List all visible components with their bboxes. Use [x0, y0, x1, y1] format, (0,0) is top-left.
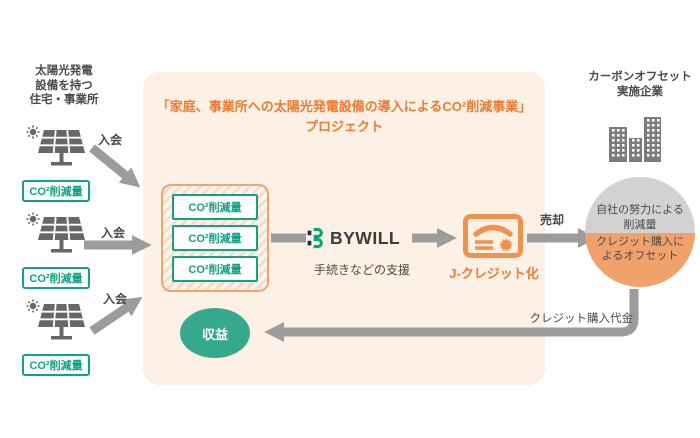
co2-reduction-badge: CO²削減量: [22, 180, 90, 202]
co2-stack-item: CO²削減量: [172, 225, 258, 251]
bywill-logo: BYWILL: [306, 226, 400, 250]
co2-stack-container: CO²削減量 CO²削減量 CO²削減量: [161, 184, 269, 292]
producers-heading: 太陽光発電 設備を持つ 住宅・事業所: [12, 64, 116, 108]
solar-unit-2: CO²削減量: [6, 209, 106, 289]
co2-reduction-badge: CO²削減量: [22, 267, 90, 289]
sun-icon: [29, 302, 37, 310]
co2-stack-item: CO²削減量: [172, 194, 258, 220]
jcredit-label: J-クレジット化: [449, 266, 539, 281]
producers-heading-line2: 設備を持つ: [35, 79, 93, 92]
credit-offset-line2: よるオフセット: [601, 250, 679, 263]
producers-heading-line3: 住宅・事業所: [29, 94, 99, 107]
co2-reduction-badge: CO²削減量: [22, 354, 90, 376]
producers-heading-line1: 太陽光発電: [35, 65, 93, 77]
co2-stack-item: CO²削減量: [172, 256, 258, 282]
join-label-3: 入会: [103, 292, 128, 306]
offset-company-heading-line2: 実施企業: [617, 85, 663, 98]
own-effort-line1: 自社の努力による: [596, 204, 684, 217]
certificate-icon: [463, 214, 523, 258]
sell-label: 売却: [540, 213, 565, 227]
bywill-wordmark: BYWILL: [330, 227, 401, 248]
solar-unit-3: CO²削減量: [6, 296, 106, 376]
seal-icon: [499, 238, 513, 252]
credit-offset-line1: クレジット購入に: [596, 236, 684, 248]
offset-pie-circle: 自社の努力による 削減量 クレジット購入に よるオフセット: [585, 177, 695, 287]
credit-offset-segment: クレジット購入に よるオフセット: [585, 233, 695, 287]
solar-panel-icon: [26, 212, 85, 253]
project-title: 「家庭、事業所への太陽光発電設備の導入によるCO²削減事業」 プロジェクト: [152, 97, 536, 136]
own-effort-line2: 削減量: [623, 218, 657, 231]
own-effort-segment: 自社の努力による 削減量: [585, 177, 695, 233]
payment-label: クレジット購入代金: [529, 313, 634, 325]
solar-unit-1: CO²削減量: [6, 122, 106, 202]
solar-panel-icon: [26, 299, 85, 340]
offset-company-heading: カーボンオフセット 実施企業: [583, 70, 697, 100]
profit-ellipse: 収益: [180, 308, 250, 358]
sun-icon: [29, 128, 37, 136]
project-title-line2: プロジェクト: [304, 118, 383, 134]
join-label-1: 入会: [98, 133, 123, 147]
join-label-2: 入会: [101, 226, 126, 240]
sun-icon: [29, 215, 37, 223]
project-title-line1: 「家庭、事業所への太陽光発電設備の導入によるCO²削減事業」: [156, 99, 532, 114]
support-label: 手続きなどの支援: [313, 263, 410, 277]
solar-panel-icon: [26, 125, 85, 166]
bywill-logo-icon: [307, 227, 323, 249]
offset-company-heading-line1: カーボンオフセット: [588, 71, 692, 83]
office-buildings-icon: [609, 117, 661, 162]
